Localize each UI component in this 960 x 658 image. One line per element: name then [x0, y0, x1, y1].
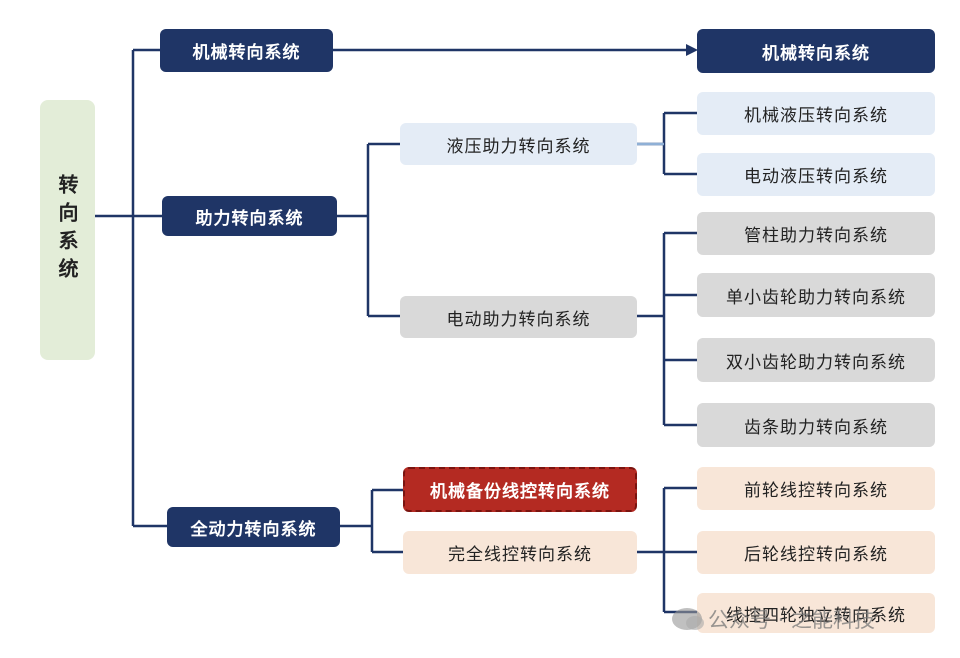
root-steering-system: 转向系统 [40, 100, 95, 360]
node-hydraulic-assist: 液压助力转向系统 [400, 123, 637, 165]
node-full-power-steering: 全动力转向系统 [167, 507, 340, 547]
wechat-icon [672, 608, 704, 630]
watermark-text: 公众号 · 之能科技 [708, 608, 876, 632]
node-dual-pinion-assist: 双小齿轮助力转向系统 [697, 338, 935, 382]
node-front-wheel-steer-by-wire: 前轮线控转向系统 [697, 467, 935, 510]
node-rack-assist: 齿条助力转向系统 [697, 403, 935, 447]
node-mechanical-hydraulic: 机械液压转向系统 [697, 92, 935, 135]
node-electric-hydraulic: 电动液压转向系统 [697, 153, 935, 196]
node-rear-wheel-steer-by-wire: 后轮线控转向系统 [697, 531, 935, 574]
node-mechanical-steering: 机械转向系统 [160, 29, 333, 72]
node-power-assist-steering: 助力转向系统 [162, 196, 337, 236]
node-four-wheel-independent-steer-by-wire: 线控四轮独立转向系统 [697, 593, 935, 633]
node-full-steer-by-wire: 完全线控转向系统 [403, 531, 637, 574]
watermark: 公众号 · 之能科技 [672, 604, 875, 634]
node-electric-assist: 电动助力转向系统 [400, 296, 637, 338]
node-single-pinion-assist: 单小齿轮助力转向系统 [697, 273, 935, 317]
node-column-assist: 管柱助力转向系统 [697, 212, 935, 255]
node-l3-mechanical-steering: 机械转向系统 [697, 29, 935, 73]
node-mechanical-backup-steer-by-wire: 机械备份线控转向系统 [403, 467, 637, 512]
